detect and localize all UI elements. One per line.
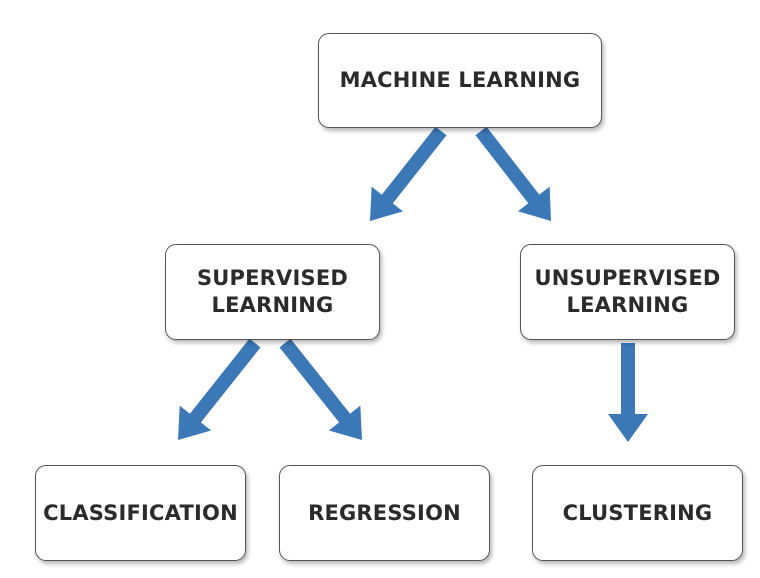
unsupervised-learning-box: UNSUPERVISED LEARNING: [520, 244, 735, 340]
regression-box: REGRESSION: [279, 465, 490, 561]
machine-learning-label: MACHINE LEARNING: [339, 68, 581, 92]
clustering-box: CLUSTERING: [532, 465, 743, 561]
regression-label: REGRESSION: [308, 500, 461, 525]
arrow-supervised-to-regression: [279, 338, 362, 440]
classification-box: CLASSIFICATION: [35, 465, 246, 561]
arrow-root-to-supervised: [370, 126, 447, 221]
machine-learning-box: MACHINE LEARNING: [318, 33, 602, 128]
clustering-label: CLUSTERING: [562, 500, 713, 525]
arrow-root-to-unsupervised: [475, 126, 551, 221]
arrow-unsupervised-to-clustering: [608, 343, 648, 442]
supervised-learning-box: SUPERVISED LEARNING: [165, 244, 380, 340]
classification-label: CLASSIFICATION: [43, 500, 238, 525]
unsupervised-learning-label: UNSUPERVISED LEARNING: [534, 266, 721, 317]
arrow-supervised-to-classification: [178, 338, 261, 440]
supervised-learning-label: SUPERVISED LEARNING: [196, 266, 349, 317]
